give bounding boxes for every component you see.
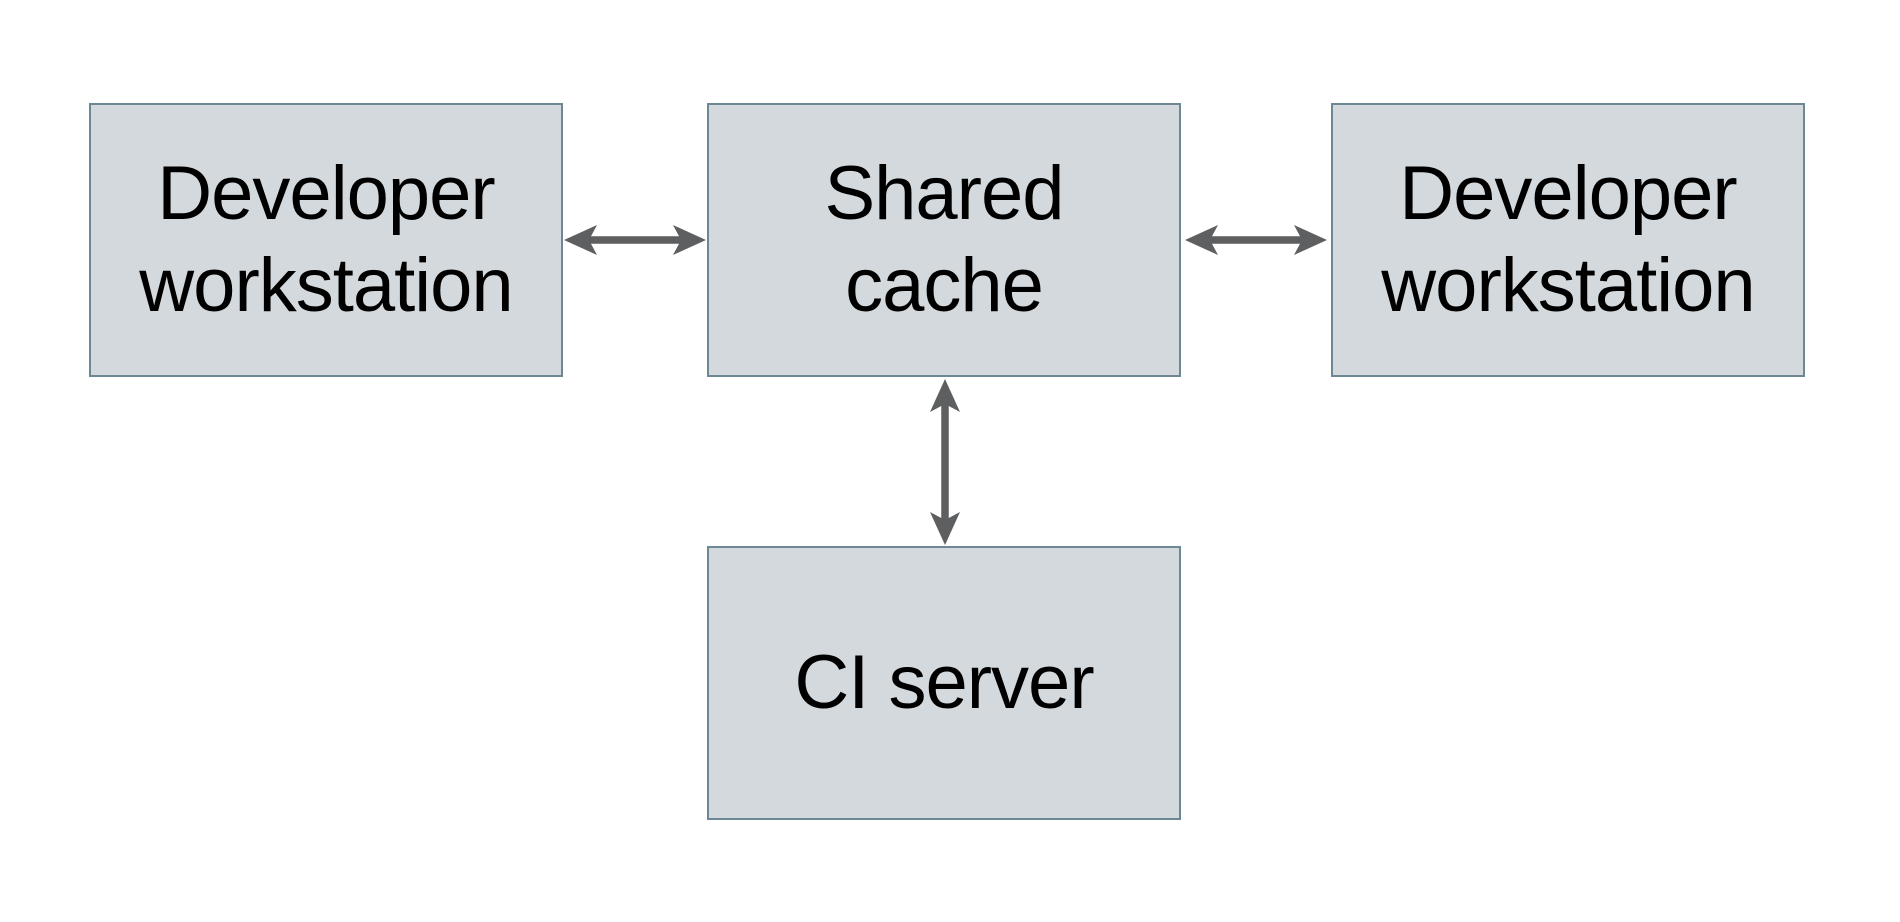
node-label: CI server — [794, 640, 1094, 725]
bidirectional-arrow-cache-ci-server — [928, 378, 962, 546]
node-developer-workstation-left: Developer workstation — [89, 103, 563, 377]
node-ci-server: CI server — [707, 546, 1181, 820]
bidirectional-arrow-left-workstation-cache — [563, 223, 707, 257]
node-developer-workstation-right: Developer workstation — [1331, 103, 1805, 377]
node-label: Developer workstation — [1381, 151, 1755, 328]
node-label: Developer workstation — [139, 151, 513, 328]
node-shared-cache: Shared cache — [707, 103, 1181, 377]
bidirectional-arrow-cache-right-workstation — [1184, 223, 1328, 257]
node-label: Shared cache — [824, 151, 1064, 328]
